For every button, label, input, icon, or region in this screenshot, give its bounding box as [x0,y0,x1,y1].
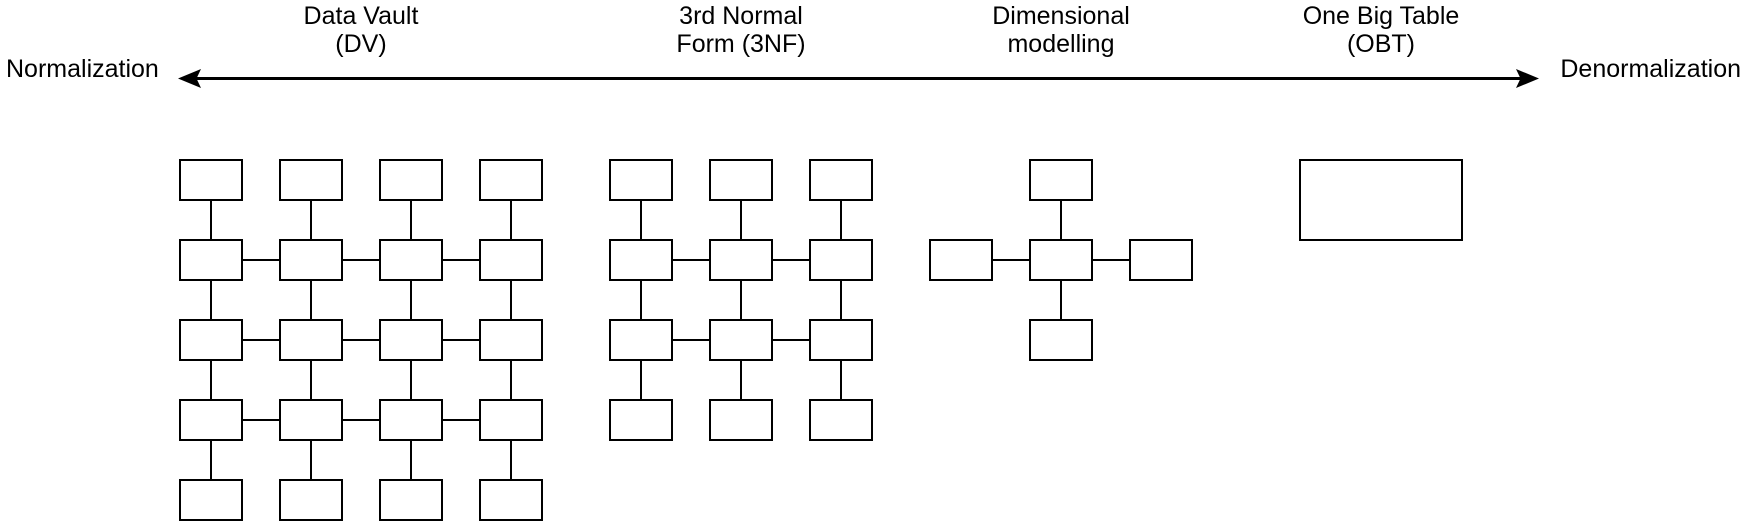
obt-schema [1299,159,1463,241]
schema-table-box [709,319,773,361]
schema-table-box [809,159,873,201]
schema-table-box [479,479,543,521]
schema-table-box [379,399,443,441]
schema-table-box [179,399,243,441]
schema-table-box [279,239,343,281]
schema-table-box [609,239,673,281]
schema-table-box [609,319,673,361]
arrowhead-right-icon [1516,69,1539,88]
schema-table-box [1029,159,1093,201]
schema-table-box [179,319,243,361]
schema-table-box [279,159,343,201]
schema-table-box [179,239,243,281]
schema-table-box [479,319,543,361]
schema-table-box [1299,159,1463,241]
approach-title-line1: Dimensional [992,2,1130,30]
approach-title-line2: (OBT) [1346,30,1416,58]
schema-table-box [379,319,443,361]
schema-table-box [479,159,543,201]
denormalization-label: Denormalization [1560,55,1741,83]
schema-table-box [179,479,243,521]
schema-table-box [709,159,773,201]
schema-table-box [1129,239,1193,281]
schema-table-box [379,239,443,281]
schema-table-box [1029,239,1093,281]
approach-title-line2: modelling [1007,30,1115,58]
approach-title-line1: One Big Table [1302,2,1460,30]
schema-table-box [809,399,873,441]
approach-title-line2: (DV) [335,30,387,58]
schema-table-box [709,399,773,441]
schema-table-box [1029,319,1093,361]
schema-table-box [379,479,443,521]
schema-table-box [379,159,443,201]
schema-table-box [609,159,673,201]
schema-table-box [279,399,343,441]
star-schema [929,159,1193,361]
schema-table-box [279,479,343,521]
schema-table-box [179,159,243,201]
schema-table-box [279,319,343,361]
schema-table-box [809,239,873,281]
approach-title-line1: 3rd Normal [679,2,803,30]
spectrum-arrow [178,69,1539,88]
3nf-schema [609,159,873,441]
approach-title-3nf: 3rd Normal Form (3NF) [676,2,805,58]
schema-table-box [479,239,543,281]
approach-title-dimensional: Dimensional modelling [992,2,1130,58]
approach-title-obt: One Big Table (OBT) [1303,2,1460,58]
schema-table-box [809,319,873,361]
schema-table-box [479,399,543,441]
arrowhead-left-icon [178,69,201,88]
schema-table-box [609,399,673,441]
schema-table-box [709,239,773,281]
data-vault-schema [179,159,543,521]
normalization-label: Normalization [6,55,159,83]
approach-title-line2: Form (3NF) [676,30,806,58]
schema-table-box [929,239,993,281]
approach-title-data-vault: Data Vault (DV) [304,2,419,58]
approach-title-line1: Data Vault [303,2,419,30]
